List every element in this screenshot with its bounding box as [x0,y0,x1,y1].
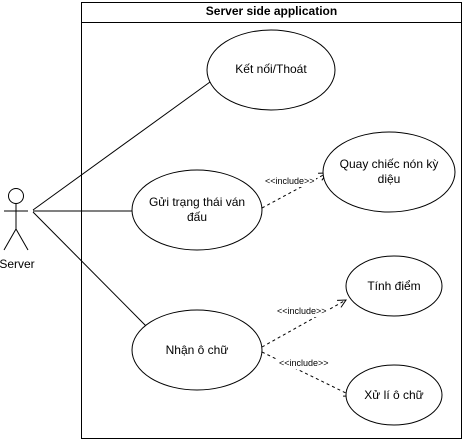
system-title: Server side application [205,4,338,18]
use-case-send-state-label: Gửi trạng thái ván đấu [148,195,246,224]
use-case-score-label: Tính điểm [367,279,421,293]
association-connect [32,81,211,211]
use-case-score-shape [345,255,443,317]
include-arrow-spin-wheel [261,173,327,209]
use-case-connect-label: Kết nối/Thoát [235,62,307,76]
include-label-spin-wheel: <<include>> [264,176,316,187]
include-label-score: <<include>> [276,306,328,317]
use-case-process-word-label: Xử lí ô chữ [364,388,424,402]
include-arrow-score [261,300,346,348]
include-label-process-word: <<include>> [278,358,330,369]
use-case-spin-wheel-label: Quay chiếc nón kỳ diệu [339,157,439,186]
association-receive-word [32,211,148,328]
include-arrow-process-word [261,351,352,396]
use-case-send-state-shape [131,169,263,251]
use-case-process-word-shape [345,364,443,426]
actor-leg-right [15,228,29,251]
actor-leg-left [3,228,17,251]
actor-label: Server [0,257,35,271]
actor-head [8,188,24,204]
use-case-connect-shape [206,29,336,111]
use-case-receive-word-shape [131,309,263,391]
use-case-receive-word-label: Nhận ô chữ [165,343,229,357]
use-case-spin-wheel-shape [322,131,456,213]
actor-figure [3,188,29,251]
